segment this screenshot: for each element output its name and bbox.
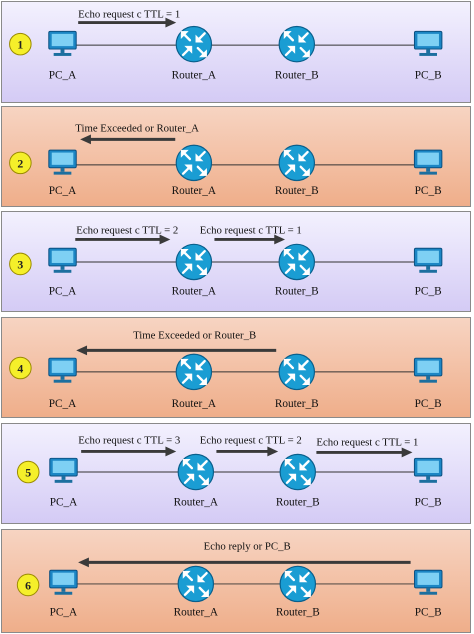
- pc-b-label: PC_B: [415, 69, 442, 81]
- router-icon: [278, 25, 316, 63]
- message-label: Echo request c TTL = 3: [78, 435, 180, 447]
- right-arrow: [214, 234, 286, 245]
- right-arrow: [78, 17, 177, 28]
- message-label: Time Exceeded or Router_A: [75, 123, 199, 135]
- step-panel-3: 3: [1, 211, 471, 312]
- right-arrow: [216, 446, 279, 457]
- pc-a-label: PC_A: [50, 606, 78, 618]
- step-diagram-1: 1: [9, 9, 443, 81]
- message-label: Echo request c TTL = 1: [200, 225, 302, 237]
- message-label: Echo request c TTL = 2: [200, 435, 302, 447]
- router-a-label: Router_A: [174, 496, 219, 508]
- step-panel-6: 6: [1, 529, 471, 633]
- router-a-label: Router_A: [174, 606, 219, 618]
- router-b-label: Router_B: [275, 185, 319, 197]
- pc-b-label: PC_B: [415, 398, 442, 410]
- pc-icon: [413, 357, 443, 383]
- pc-icon: [413, 149, 443, 175]
- pc-b-label: PC_B: [415, 185, 442, 197]
- pc-icon: [414, 569, 443, 595]
- pc-icon: [413, 30, 443, 56]
- step-number: 4: [17, 362, 23, 375]
- right-arrow: [316, 447, 413, 458]
- router-icon: [177, 453, 215, 491]
- router-icon: [278, 243, 316, 281]
- step-diagram-5: 5: [16, 435, 443, 508]
- router-icon: [175, 243, 213, 281]
- step-number-badge: 6: [16, 573, 40, 597]
- pc-icon: [48, 30, 77, 56]
- step-diagram-3: 3: [9, 225, 443, 297]
- router-b-label: Router_B: [275, 398, 319, 410]
- pc-icon: [48, 149, 77, 175]
- right-arrow: [81, 446, 177, 457]
- router-icon: [175, 144, 213, 182]
- pc-icon: [413, 457, 443, 483]
- step-panel-1: 1: [1, 1, 471, 103]
- step-diagram-4: 4: [9, 330, 443, 410]
- router-a-label: Router_A: [172, 398, 217, 410]
- step-number: 3: [17, 258, 23, 271]
- pc-icon: [48, 357, 77, 383]
- step-number-badge: 5: [16, 460, 40, 484]
- pc-b-label: PC_B: [415, 496, 442, 508]
- step-number-badge: 1: [9, 32, 32, 56]
- router-icon: [278, 353, 316, 391]
- router-b-label: Router_B: [276, 606, 320, 618]
- pc-a-label: PC_A: [49, 398, 77, 410]
- router-a-label: Router_A: [172, 185, 217, 197]
- pc-icon: [413, 247, 443, 273]
- pc-a-label: PC_A: [49, 69, 77, 81]
- message-label: Echo request c TTL = 2: [76, 225, 178, 237]
- message-label: Echo request c TTL = 1: [316, 437, 418, 449]
- pc-a-label: PC_A: [49, 285, 77, 297]
- pc-b-label: PC_B: [415, 606, 442, 618]
- step-number-badge: 3: [9, 252, 32, 276]
- router-a-label: Router_A: [172, 69, 217, 81]
- step-panel-5: 5: [1, 423, 471, 524]
- step-number: 5: [25, 466, 31, 479]
- router-b-label: Router_B: [275, 285, 319, 297]
- pc-icon: [49, 569, 78, 595]
- pc-a-label: PC_A: [50, 496, 78, 508]
- message-label: Time Exceeded or Router_B: [133, 330, 256, 342]
- message-label: Echo request c TTL = 1: [78, 9, 180, 21]
- right-arrow: [75, 234, 171, 245]
- router-icon: [175, 25, 213, 63]
- step-number: 2: [17, 157, 23, 170]
- step-number-badge: 2: [9, 151, 32, 175]
- router-icon: [177, 565, 215, 603]
- step-panel-2: 2: [1, 106, 471, 207]
- router-b-label: Router_B: [275, 69, 319, 81]
- router-a-label: Router_A: [172, 285, 217, 297]
- step-number-badge: 4: [9, 356, 32, 380]
- router-icon: [279, 565, 317, 603]
- pc-a-label: PC_A: [49, 185, 77, 197]
- left-arrow: [78, 557, 411, 568]
- pc-icon: [48, 247, 77, 273]
- step-panel-4: 4: [1, 317, 471, 418]
- left-arrow: [76, 345, 277, 356]
- step-number: 1: [17, 39, 23, 52]
- left-arrow: [80, 134, 176, 145]
- pc-icon: [49, 457, 78, 483]
- pc-b-label: PC_B: [415, 285, 442, 297]
- router-b-label: Router_B: [276, 496, 320, 508]
- router-icon: [278, 144, 316, 182]
- router-icon: [279, 453, 317, 491]
- step-diagram-2: 2: [9, 123, 443, 197]
- step-number: 6: [25, 579, 31, 592]
- router-icon: [175, 353, 213, 391]
- step-diagram-6: 6: [16, 541, 443, 618]
- message-label: Echo reply or PC_B: [204, 541, 291, 553]
